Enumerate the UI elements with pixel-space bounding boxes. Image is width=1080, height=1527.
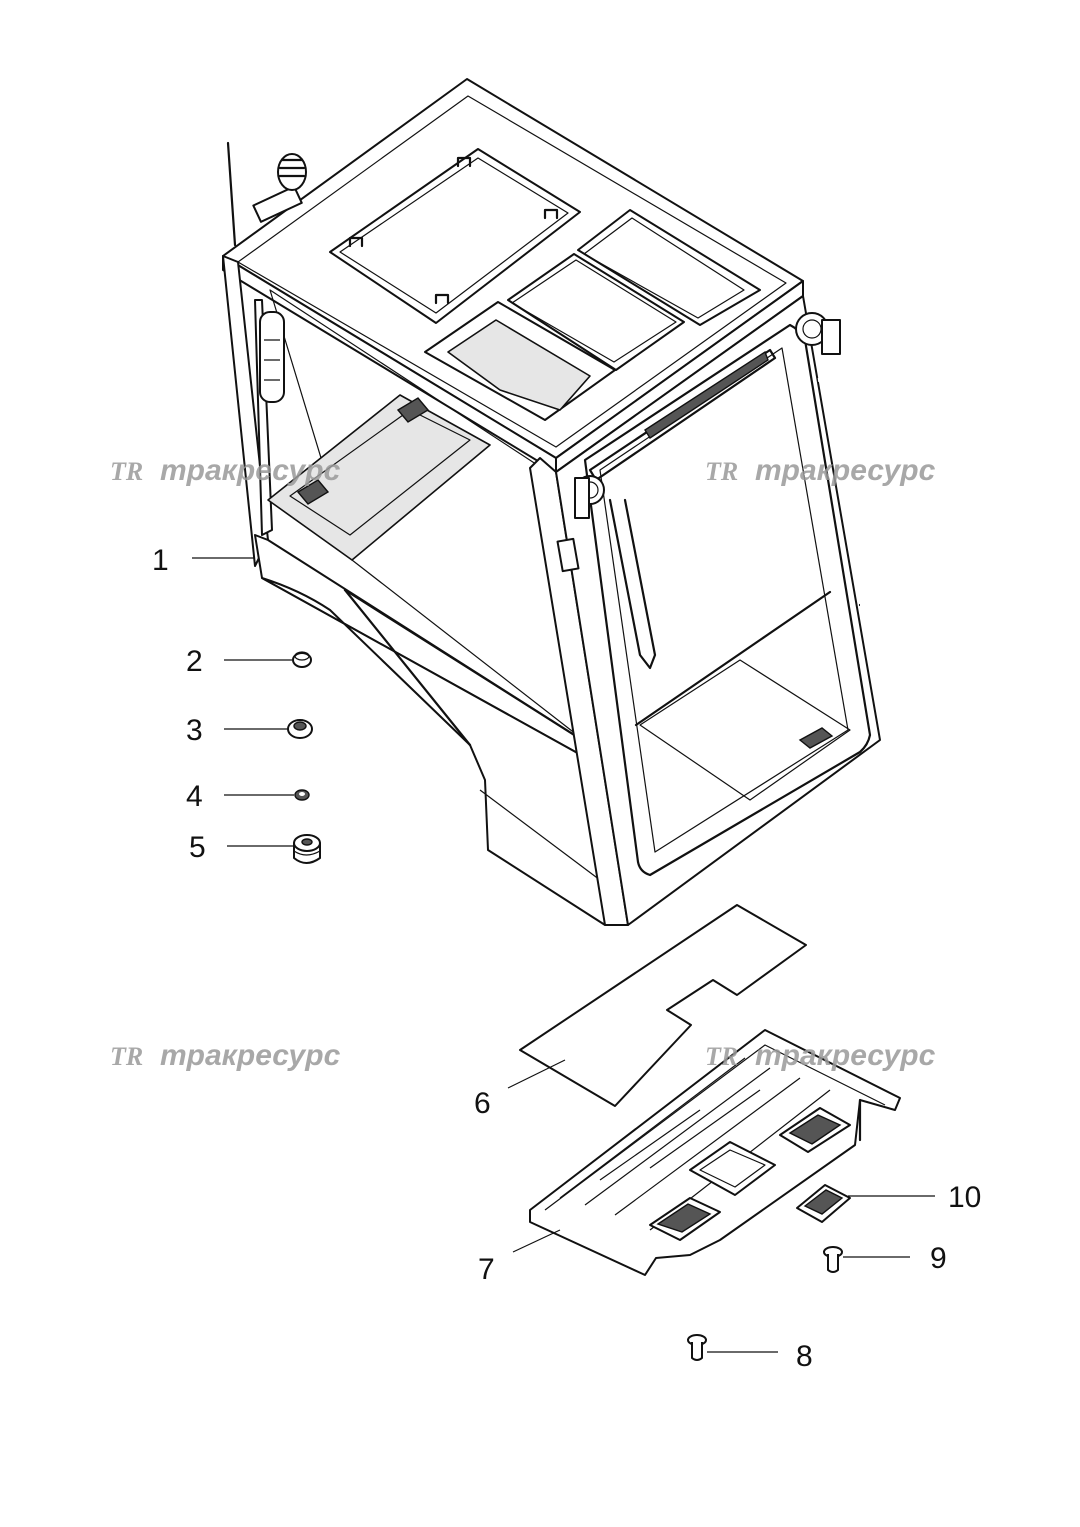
watermark-logo: TR	[110, 457, 143, 486]
callout-2: 2	[186, 645, 203, 678]
callout-9: 9	[930, 1242, 947, 1275]
watermark-logo: TR	[110, 1042, 143, 1071]
watermark-bottom-right: TR тракресурс	[705, 1039, 936, 1072]
part-floor-panel	[529, 1029, 901, 1276]
watermark-bottom-left: TR тракресурс	[110, 1039, 341, 1072]
part-plug	[796, 1184, 851, 1223]
callout-6: 6	[474, 1087, 491, 1120]
watermark: TR тракресурс TR тракресурс TR тракресур…	[110, 454, 936, 1072]
part-washer-small	[294, 789, 310, 801]
leader-lines	[192, 557, 935, 1353]
watermark-text: тракресурс	[755, 1039, 936, 1072]
cab-assembly	[222, 78, 888, 926]
callout-8: 8	[796, 1340, 813, 1373]
callout-labels: 1 2 3 4 5 6 7 8 9 10	[152, 544, 981, 1373]
watermark-text: тракресурс	[160, 1039, 341, 1072]
watermark-top-left: TR тракресурс	[110, 454, 341, 487]
part-bolt-long	[687, 1334, 707, 1361]
watermark-text: тракресурс	[160, 454, 341, 487]
watermark-text: тракресурс	[755, 454, 936, 487]
callout-4: 4	[186, 780, 203, 813]
callout-7: 7	[478, 1253, 495, 1286]
callout-10: 10	[948, 1181, 981, 1214]
part-bolt-short	[823, 1246, 843, 1273]
callout-5: 5	[189, 831, 206, 864]
callout-1: 1	[152, 544, 169, 577]
part-nut	[292, 651, 312, 668]
part-rubber-mount	[293, 834, 321, 864]
watermark-top-right: TR тракресурс	[705, 454, 936, 487]
watermark-logo: TR	[705, 457, 738, 486]
part-floor-mat	[519, 904, 807, 1107]
watermark-logo: TR	[705, 1042, 738, 1071]
callout-3: 3	[186, 714, 203, 747]
part-washer-large	[287, 719, 313, 739]
